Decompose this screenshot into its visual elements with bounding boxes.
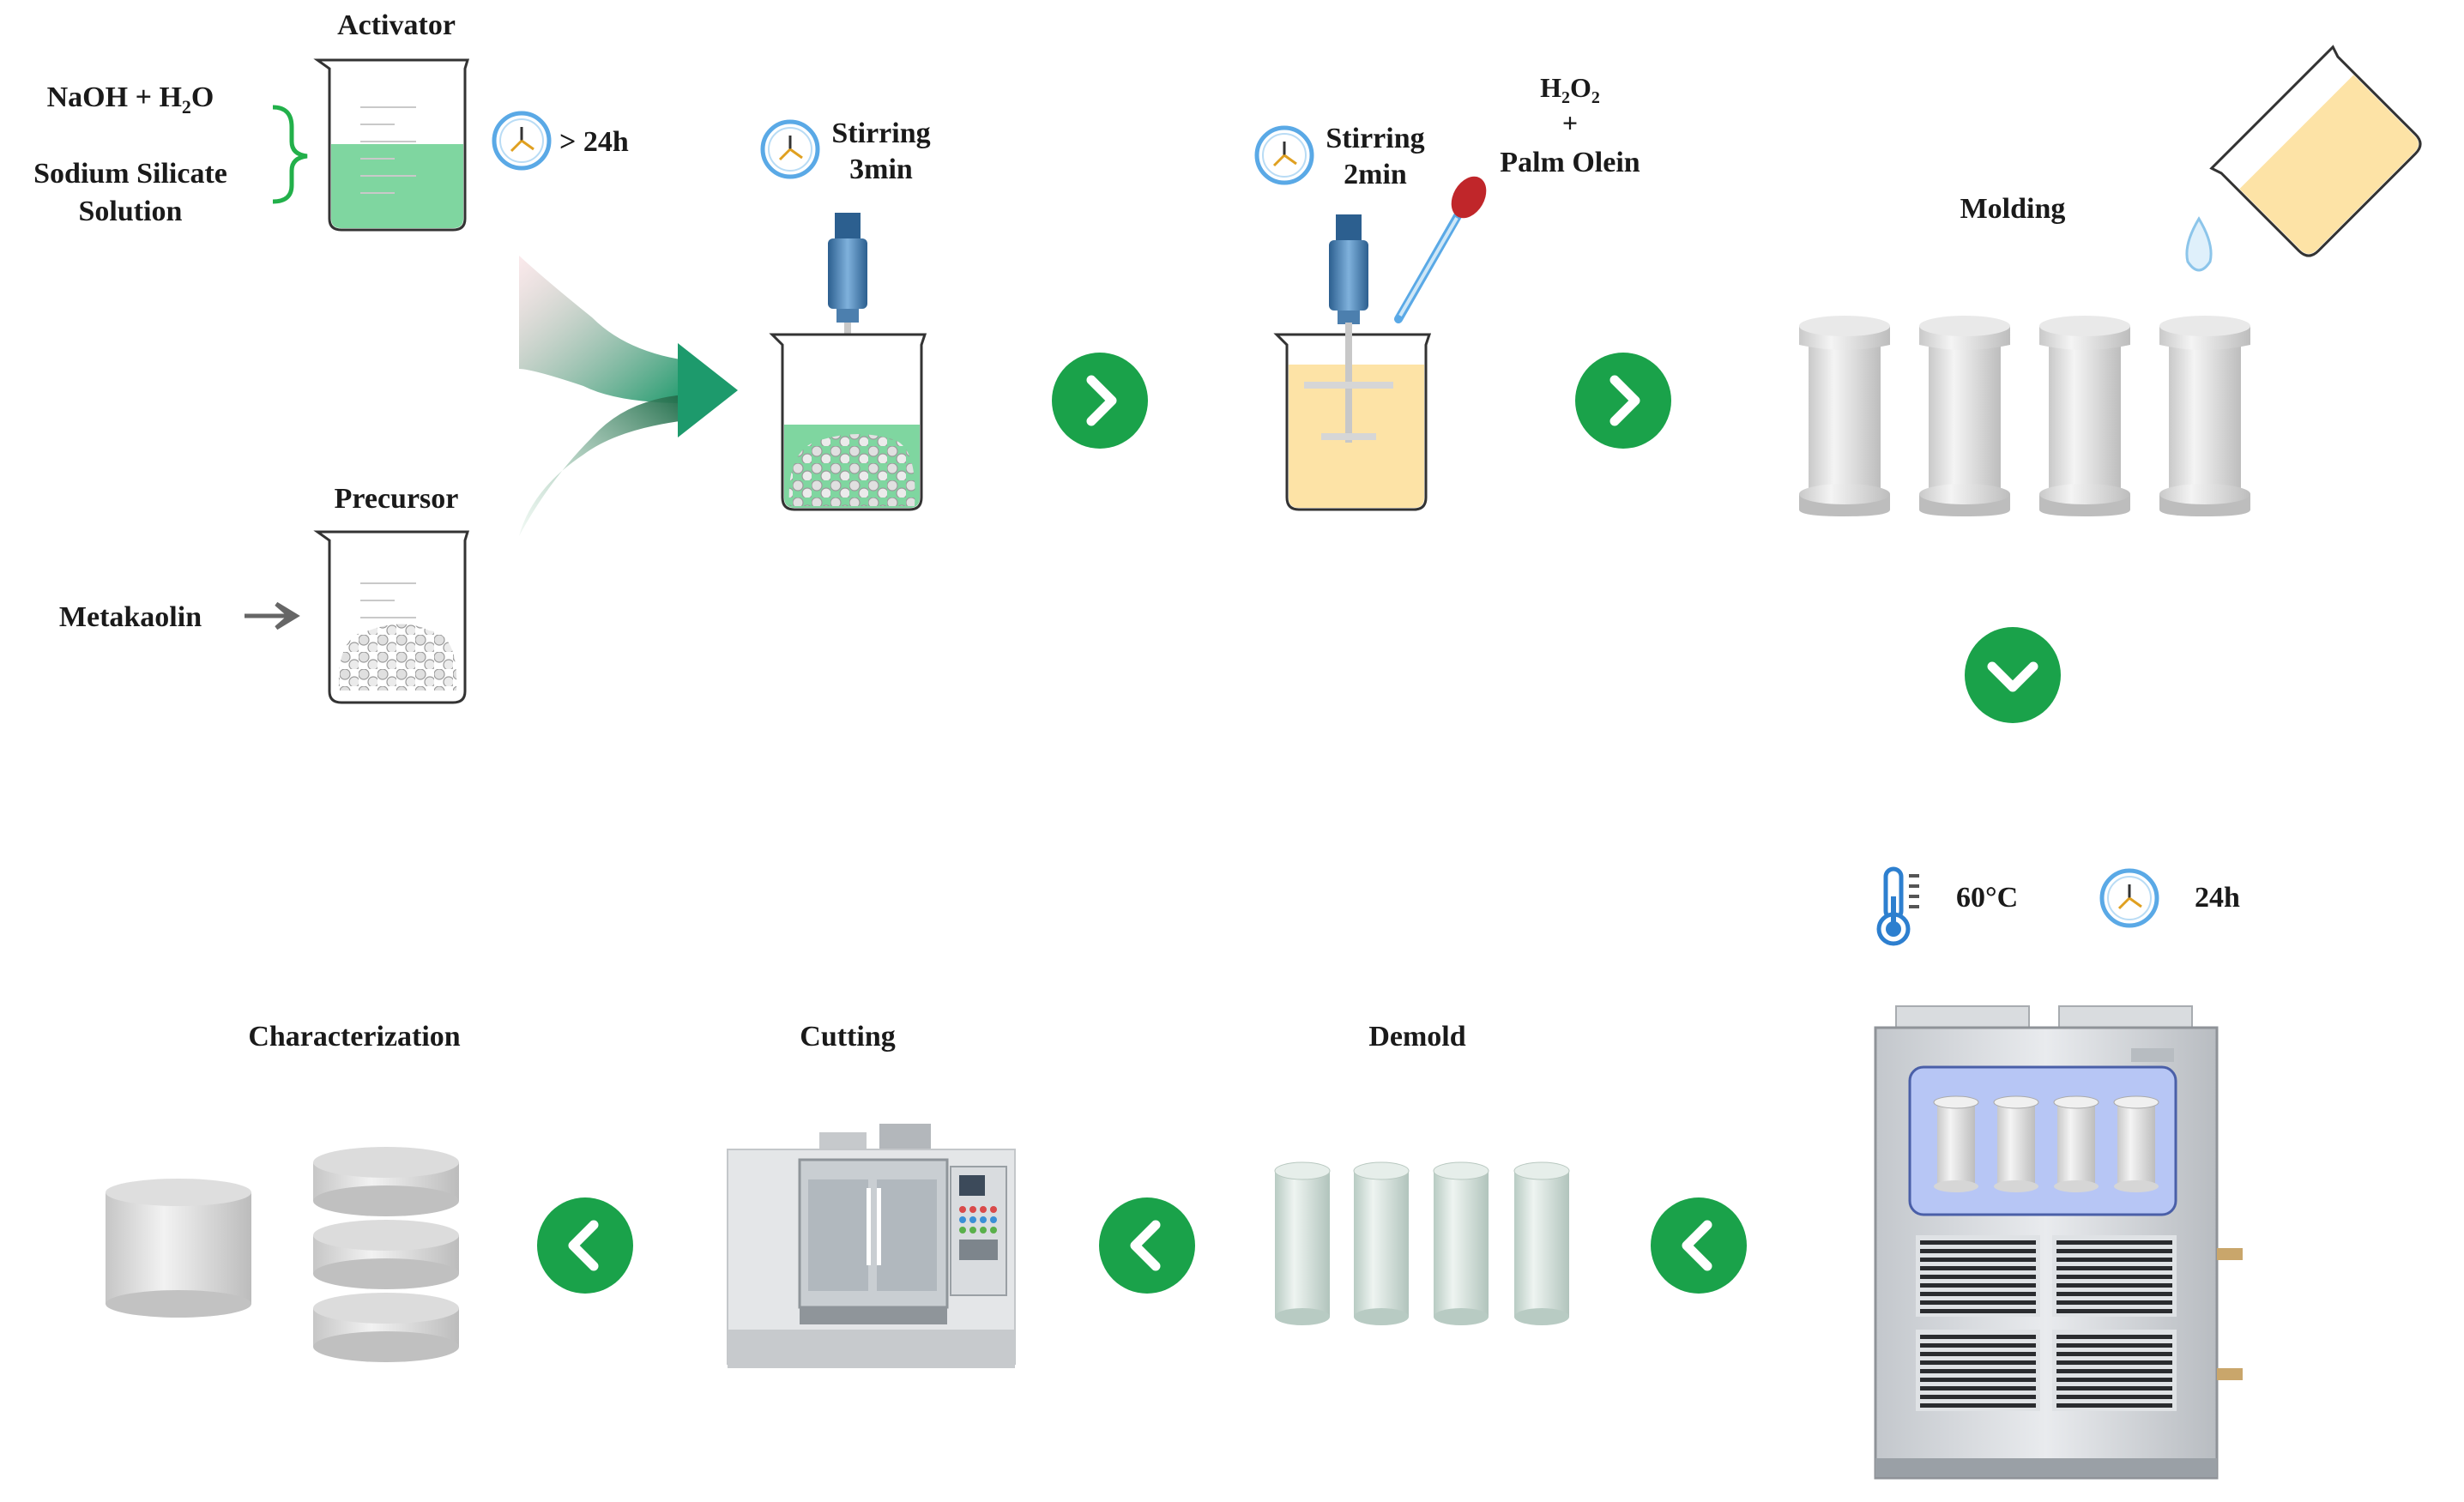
arrow-right-icon [245, 601, 300, 630]
metakaolin-label: Metakaolin [59, 601, 202, 633]
stirrer-motor [1329, 214, 1368, 324]
chevron-left-icon [537, 1197, 633, 1294]
demold-label: Demold [1368, 1021, 1465, 1053]
activator-label: Activator [337, 9, 456, 41]
activator-section: Activator NaOH + H2O Sodium Silicate Sol… [33, 9, 629, 232]
pipette-icon [1394, 176, 1487, 323]
precursor-section: Precursor Metakaolin [59, 483, 470, 704]
cylinder-sample [106, 1179, 251, 1318]
chevron-down-icon [1965, 627, 2061, 723]
molding-section: Molding [1799, 45, 2422, 516]
naoh-label: NaOH + H2O [47, 81, 214, 118]
mixing-funnel [519, 256, 738, 536]
sodium-silicate-label-2: Solution [79, 196, 183, 227]
cutting-section: Cutting [727, 1021, 1016, 1368]
mold-cylinders [1799, 316, 2250, 516]
drop-icon [2185, 216, 2213, 272]
demolded-cylinders [1274, 1161, 1570, 1325]
chevron-left-icon [1099, 1197, 1195, 1294]
pouring-beaker [2209, 45, 2422, 257]
precursor-beaker [313, 530, 470, 704]
oven-samples [1933, 1095, 2159, 1192]
clock-icon [1254, 125, 1314, 185]
curly-brace [272, 105, 308, 204]
clock-icon [760, 119, 820, 179]
molding-label: Molding [1960, 193, 2066, 225]
cutting-label: Cutting [800, 1021, 895, 1053]
chevron-right-icon [1052, 353, 1148, 449]
palm-olein-label: Palm Olein [1500, 147, 1640, 178]
demold-section: Demold [1274, 1021, 1570, 1325]
sliced-disks [313, 1147, 459, 1362]
stirring-step-1: Stirring 3min [760, 118, 931, 511]
characterization-section: Characterization [106, 1021, 461, 1362]
h2o2-label: H2O2 [1540, 72, 1600, 107]
curing-time-label: 24h [2195, 882, 2240, 914]
chevron-left-icon [1651, 1197, 1747, 1294]
temperature-label: 60°C [1956, 882, 2018, 914]
stirring-1-time: 3min [849, 154, 913, 185]
characterization-label: Characterization [248, 1021, 460, 1053]
cnc-machine [727, 1124, 1016, 1368]
activator-beaker [313, 58, 470, 232]
oven-vents [1916, 1235, 2177, 1411]
plus-label: + [1562, 107, 1578, 138]
stirring-2-time: 2min [1344, 159, 1407, 190]
mixing-beaker [769, 333, 927, 511]
aging-time-label: > 24h [559, 126, 629, 158]
clock-icon [492, 111, 552, 171]
sodium-silicate-label-1: Sodium Silicate [33, 158, 227, 190]
precursor-label: Precursor [335, 483, 459, 515]
stirring-step-2: Stirring 2min H2O2 + Palm Olein [1254, 72, 1640, 511]
thermometer-icon [1876, 866, 1919, 946]
stirring-1-label: Stirring [831, 118, 930, 149]
oven [1874, 1005, 2243, 1480]
stirring-2-label: Stirring [1326, 123, 1424, 154]
olein-beaker [1273, 323, 1432, 511]
curing-section: 60°C 24h [1874, 866, 2243, 1480]
chevron-right-icon [1575, 353, 1671, 449]
clock-icon [2099, 868, 2159, 928]
